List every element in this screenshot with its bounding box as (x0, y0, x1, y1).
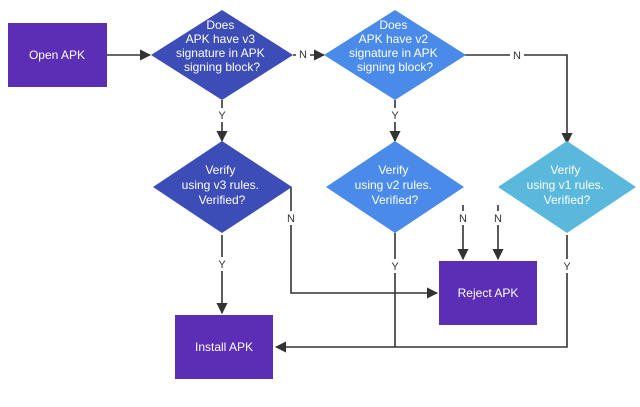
label-verify-v1-no: N (494, 213, 502, 225)
node-check-v3: Does APK have v3 signature in APK signin… (151, 10, 293, 100)
node-reject-apk-shape (439, 261, 537, 325)
label-check-v2-yes: Y (391, 110, 399, 122)
node-check-v3-shape (151, 10, 293, 100)
node-verify-v3-label: Verify using v3 rules. Verified? (182, 163, 263, 207)
node-verify-v1: Verify using v1 rules. Verified? (498, 141, 636, 233)
node-verify-v1-label: Verify using v1 rules. Verified? (527, 163, 608, 207)
label-verify-v2-no: N (459, 213, 467, 225)
node-install-apk-label: Install APK (195, 340, 253, 354)
label-verify-v2-yes: Y (391, 261, 399, 273)
label-check-v2-no: N (513, 50, 521, 62)
node-verify-v2-label: Verify using v2 rules. Verified? (355, 163, 436, 207)
node-verify-v1-shape (498, 141, 636, 233)
edge-labels: N N Y Y Y N N N Y Y (215, 47, 574, 273)
node-open-apk-shape (8, 23, 107, 87)
node-reject-apk-label: Reject APK (458, 286, 519, 300)
label-verify-v1-yes: Y (563, 261, 571, 273)
label-verify-v3-no: N (287, 213, 295, 225)
node-check-v3-label: Does APK have v3 signature in APK signin… (176, 18, 268, 74)
node-install-apk-shape (175, 315, 273, 379)
node-verify-v3-shape (153, 141, 292, 233)
edge-check-v2-to-verify-v1 (465, 54, 573, 145)
label-check-v3-yes: Y (218, 110, 226, 122)
node-check-v2-label: Does APK have v2 signature in APK signin… (349, 18, 441, 74)
node-install-apk: Install APK (175, 315, 273, 379)
node-check-v2-shape (324, 10, 466, 100)
label-check-v3-no: N (299, 49, 307, 61)
node-verify-v3: Verify using v3 rules. Verified? (153, 141, 292, 233)
node-open-apk-label: Open APK (29, 48, 85, 62)
node-open-apk: Open APK (8, 23, 107, 87)
node-reject-apk: Reject APK (439, 261, 537, 325)
label-verify-v3-yes: Y (218, 259, 226, 271)
node-verify-v2: Verify using v2 rules. Verified? (326, 141, 464, 233)
node-check-v2: Does APK have v2 signature in APK signin… (324, 10, 466, 100)
node-verify-v2-shape (326, 141, 464, 233)
